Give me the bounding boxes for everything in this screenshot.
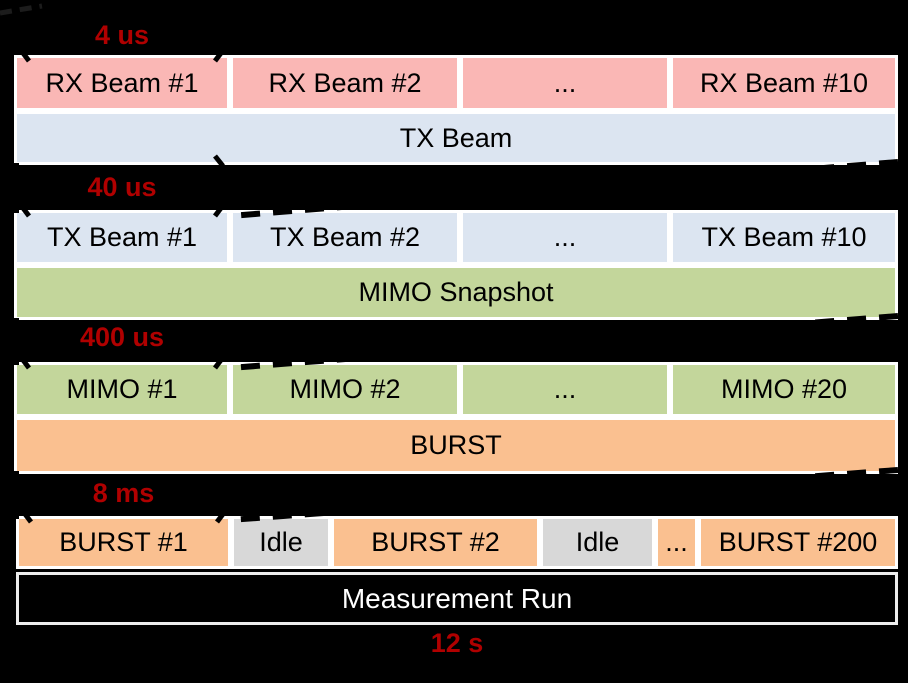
connector-dash-level2 [229,313,899,371]
cell-idle-2: Idle [540,516,655,569]
connector-dash-level1 [229,159,899,219]
cell-tx-beam-1: TX Beam #1 [14,210,230,265]
cell-rx-ellipsis: ... [460,55,670,111]
cell-mimo-1: MIMO #1 [14,362,230,417]
duration-label-8ms: 8 ms [92,478,155,508]
container-tx-beam: TX Beam [14,111,898,165]
cell-rx-beam-1: RX Beam #1 [14,55,230,111]
cell-tx-ellipsis: ... [460,210,670,265]
container-measurement-run: Measurement Run [16,572,898,625]
measurement-run-container-row: Measurement Run [16,572,898,625]
cell-rx-beam-2: RX Beam #2 [230,55,460,111]
connector-dash-level3 [229,467,899,523]
burst-container-row: BURST [14,417,898,474]
cell-burst-ellipsis: ... [655,516,698,569]
artifact-topleft-dash [0,3,43,16]
cell-rx-beam-10: RX Beam #10 [670,55,898,111]
mimo-snapshot-container-row: MIMO Snapshot [14,265,898,320]
duration-label-12s: 12 s [430,628,484,658]
mimo-row: MIMO #1 MIMO #2 ... MIMO #20 [14,362,898,417]
rx-beam-row: RX Beam #1 RX Beam #2 ... RX Beam #10 [14,55,898,111]
tx-beam-row: TX Beam #1 TX Beam #2 ... TX Beam #10 [14,210,898,265]
cell-mimo-ellipsis: ... [460,362,670,417]
cell-burst-1: BURST #1 [16,516,231,569]
duration-label-4us: 4 us [94,20,150,50]
cell-burst-2: BURST #2 [331,516,540,569]
duration-label-400us: 400 us [79,322,165,352]
cell-tx-beam-2: TX Beam #2 [230,210,460,265]
cell-idle-1: Idle [231,516,331,569]
cell-burst-200: BURST #200 [698,516,898,569]
cell-tx-beam-10: TX Beam #10 [670,210,898,265]
cell-mimo-20: MIMO #20 [670,362,898,417]
tx-beam-container-row: TX Beam [14,111,898,165]
burst-idle-row: BURST #1 Idle BURST #2 Idle ... BURST #2… [16,516,898,569]
container-burst: BURST [14,417,898,474]
container-mimo-snapshot: MIMO Snapshot [14,265,898,320]
duration-label-40us: 40 us [87,172,157,202]
cell-mimo-2: MIMO #2 [230,362,460,417]
